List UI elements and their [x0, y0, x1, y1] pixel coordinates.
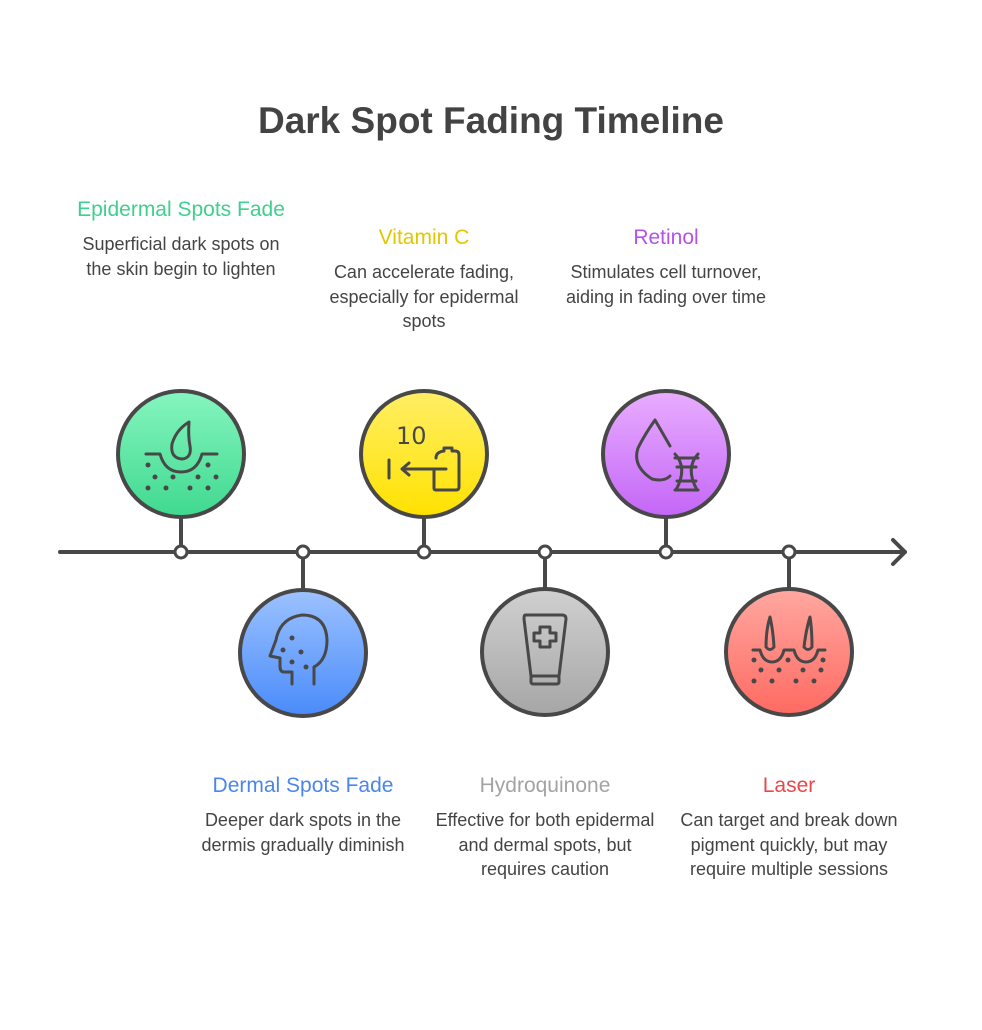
skin-drop-icon	[144, 420, 219, 491]
step-description: Superficial dark spots on the skin begin…	[82, 234, 280, 279]
icon-circle-retinol	[601, 389, 731, 519]
step-title: Epidermal Spots Fade	[77, 198, 285, 221]
head-spots-icon	[268, 613, 329, 686]
timeline-node	[295, 544, 311, 560]
svg-text:10: 10	[396, 422, 427, 450]
step-hydroquinone: Hydroquinone Effective for both epiderma…	[435, 772, 655, 882]
step-description: Effective for both epidermal and dermal …	[435, 810, 655, 879]
step-description: Stimulates cell turnover, aiding in fadi…	[565, 262, 767, 307]
step-title: Hydroquinone	[479, 774, 611, 797]
step-vitamin-c: Vitamin C Can accelerate fading, especia…	[314, 224, 534, 334]
timeline-node	[781, 544, 797, 560]
icon-circle-vitamin-c	[359, 389, 489, 519]
vitamin-bottle-icon: 10	[387, 422, 461, 492]
timeline-node	[537, 544, 553, 560]
step-title: Vitamin C	[378, 226, 470, 249]
step-description: Can accelerate fading, especially for ep…	[329, 262, 519, 331]
diagram-title: Dark Spot Fading Timeline	[257, 100, 724, 141]
timeline-arrow-icon	[891, 538, 907, 566]
timeline-node	[658, 544, 674, 560]
cream-tube-icon	[522, 613, 568, 686]
timeline-node	[173, 544, 189, 560]
step-title: Retinol	[633, 226, 699, 249]
step-description: Can target and break down pigment quickl…	[680, 810, 898, 879]
drop-dna-icon	[635, 418, 700, 492]
step-laser: Laser Can target and break down pigment …	[679, 772, 899, 882]
step-retinol: Retinol Stimulates cell turnover, aiding…	[556, 224, 776, 309]
step-title: Laser	[762, 774, 816, 797]
hair-follicle-icon	[751, 615, 827, 684]
icon-circle-epidermal	[116, 389, 246, 519]
step-dermal: Dermal Spots Fade Deeper dark spots in t…	[193, 772, 413, 857]
step-title: Dermal Spots Fade	[212, 774, 394, 797]
step-description: Deeper dark spots in the dermis graduall…	[201, 810, 405, 855]
icon-circle-hydroquinone	[480, 587, 610, 717]
step-epidermal: Epidermal Spots Fade Superficial dark sp…	[71, 196, 291, 281]
timeline-node	[416, 544, 432, 560]
icon-circle-laser	[724, 587, 854, 717]
